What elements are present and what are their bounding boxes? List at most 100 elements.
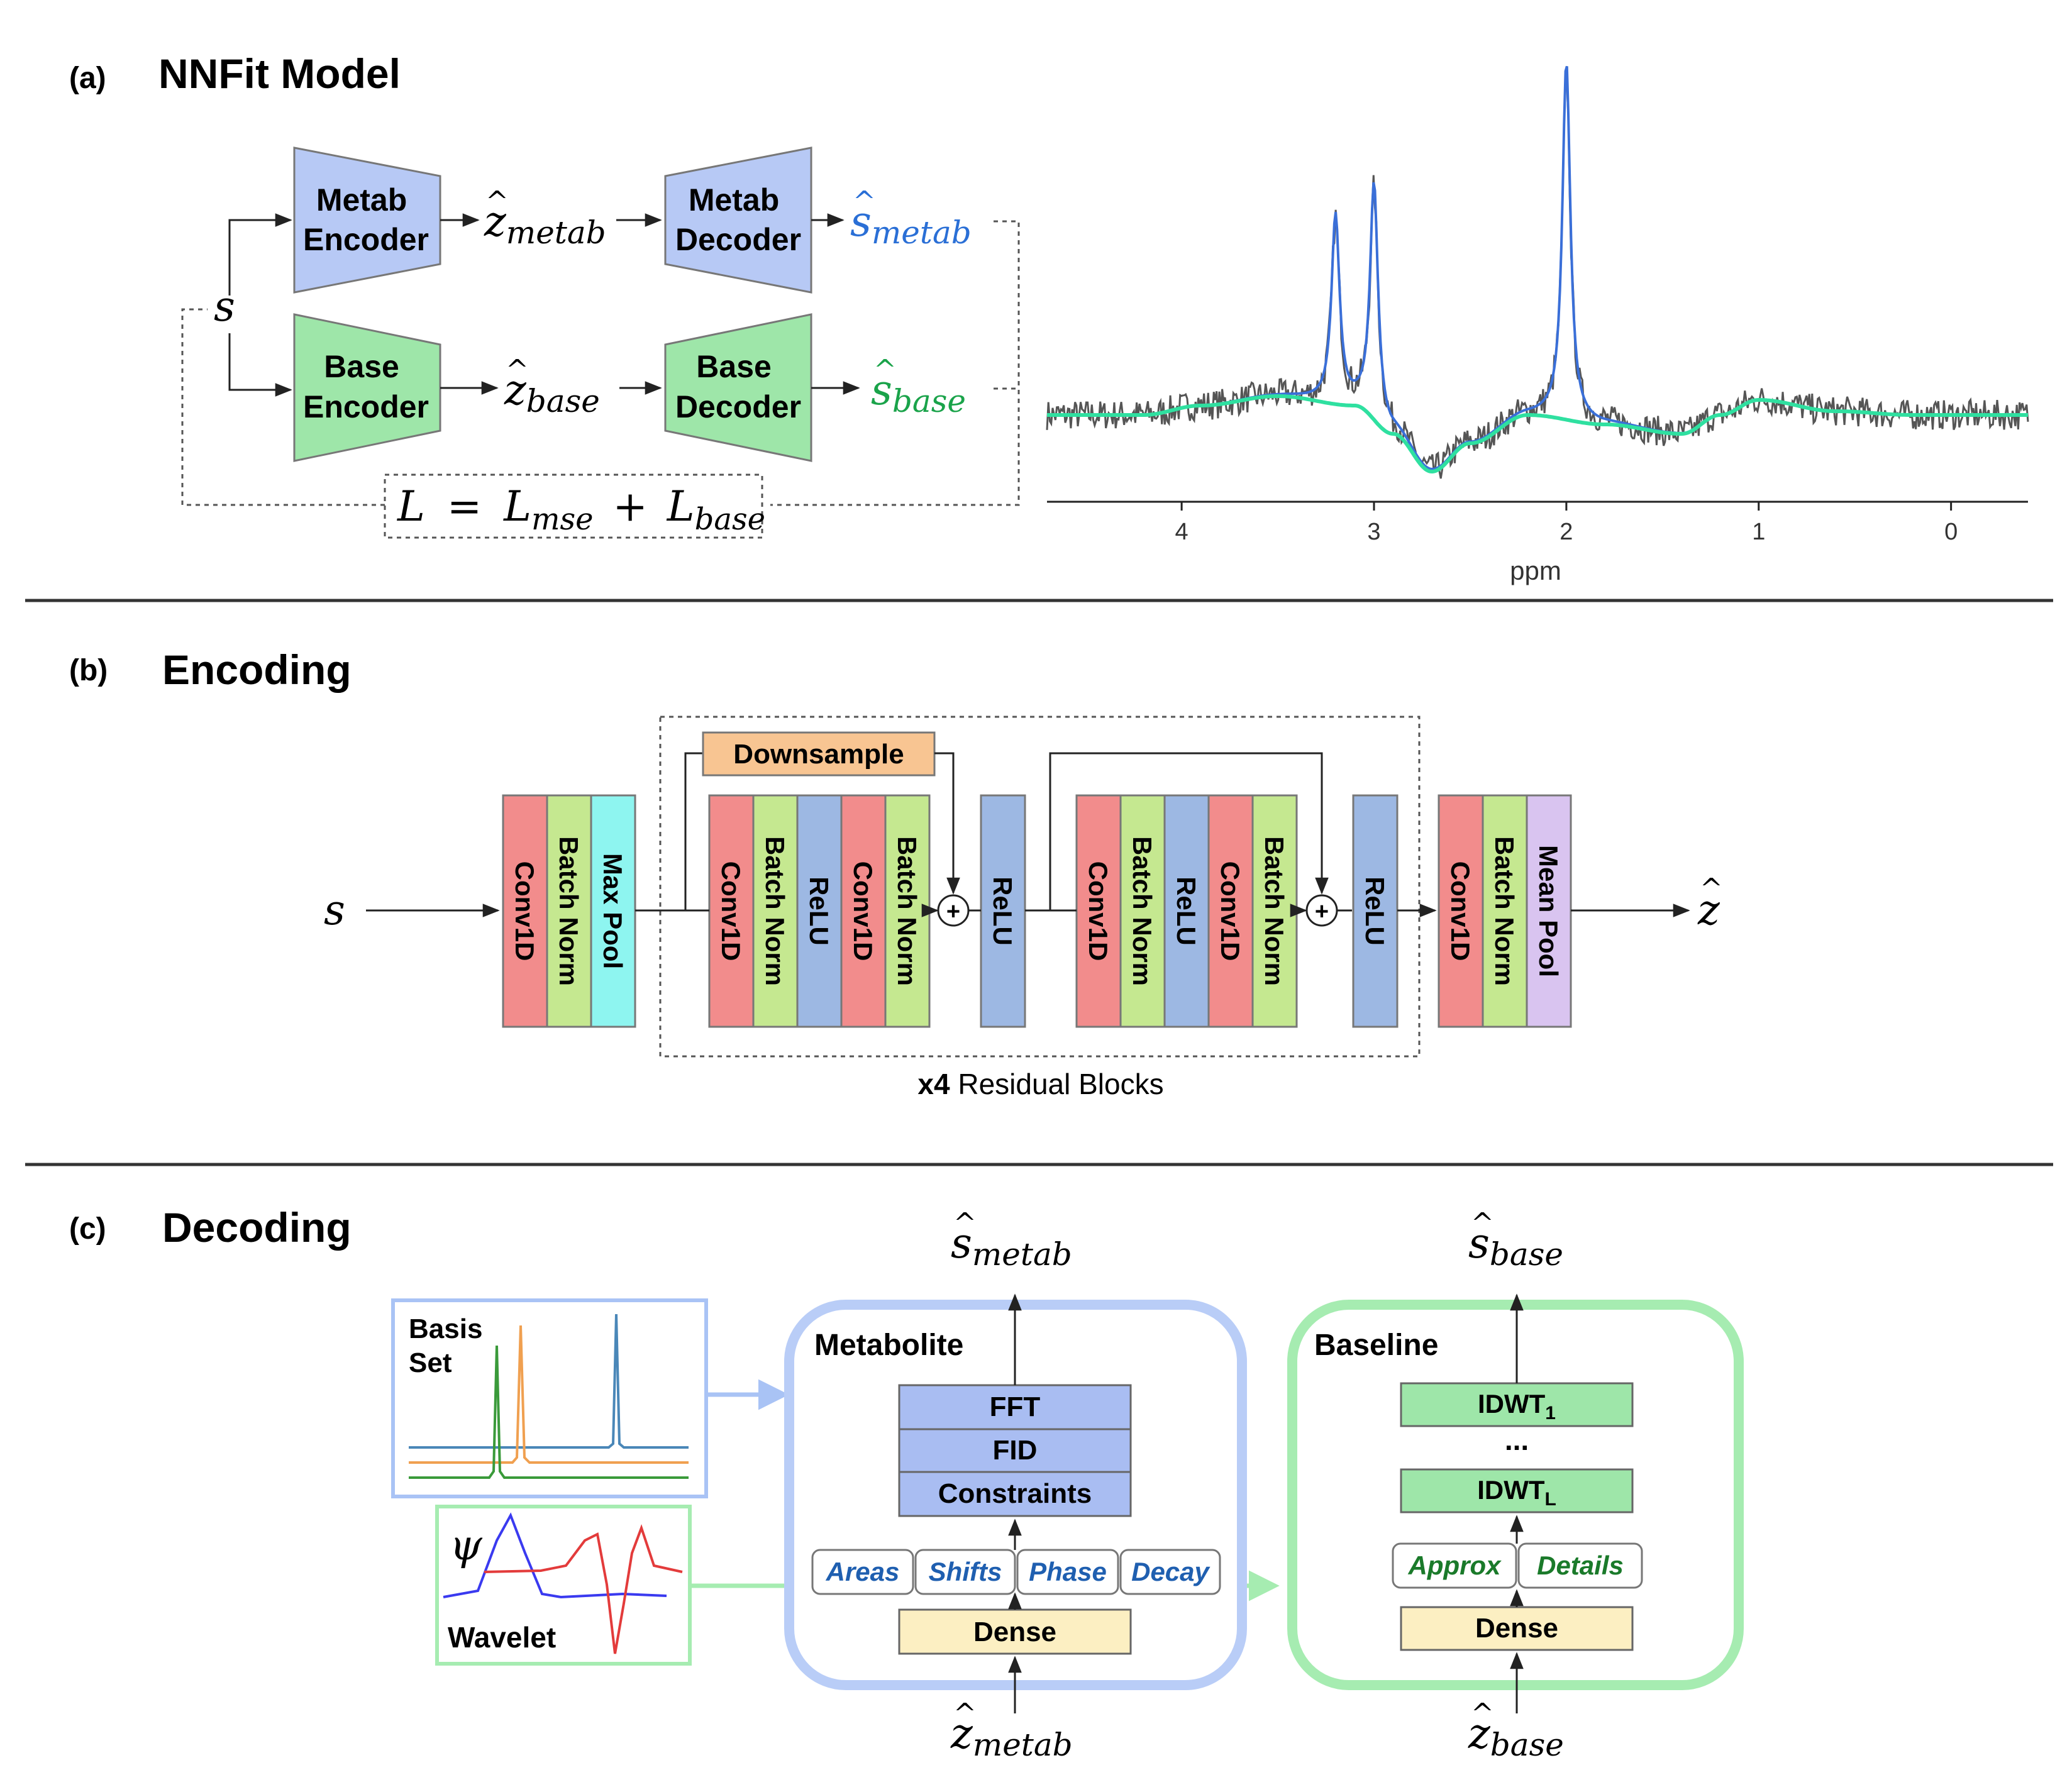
svg-text:x4 Residual Blocks: x4 Residual Blocks	[917, 1068, 1163, 1100]
loss-L1: L	[503, 482, 531, 531]
basis-curve-green	[409, 1345, 689, 1479]
basis-curve-blue	[409, 1314, 689, 1449]
layer-batch-norm	[1119, 794, 1166, 1028]
param-label: Shifts	[929, 1557, 1002, 1586]
dec-s-base-hat: ^	[1471, 1207, 1494, 1239]
base-encoder-label-2: Encoder	[303, 389, 429, 424]
dec-z-metab-hat: ^	[953, 1698, 977, 1730]
sum-node-2-plus: +	[1315, 899, 1329, 925]
layer-batch-norm	[546, 794, 592, 1028]
panel-a: (a) NNFit Model s Metab Encoder zmetab ^…	[69, 50, 2029, 585]
svg-text:zmetab: zmetab	[950, 1710, 1073, 1763]
dec-z-base-symbol: z	[1468, 1710, 1491, 1758]
param-label: Phase	[1029, 1557, 1107, 1586]
downsample-block	[702, 731, 936, 777]
layer-conv1d	[1438, 794, 1484, 1028]
layer-conv1d	[840, 794, 887, 1028]
param-box	[1016, 1549, 1119, 1595]
metab-encoder-label-2: Encoder	[303, 222, 429, 257]
layer-relu	[1352, 794, 1399, 1028]
series-baseline-fit	[1047, 394, 2028, 474]
layer-label: Conv1D	[1083, 861, 1113, 961]
loss-L1-sub: mse	[531, 502, 594, 537]
param-label: Details	[1537, 1551, 1624, 1580]
layer-conv1d	[1207, 794, 1254, 1028]
idwt-L-sub: L	[1544, 1489, 1556, 1510]
base-decoder-block	[664, 313, 812, 462]
z-base-sub: base	[526, 383, 600, 419]
stack-fft-label: FFT	[990, 1391, 1041, 1422]
layer-batch-norm	[752, 794, 799, 1028]
repeat-label: Residual Blocks	[950, 1068, 1164, 1100]
layer-label: Max Pool	[598, 853, 628, 969]
stack-constraints-label: Constraints	[938, 1478, 1092, 1509]
stack-constraints	[898, 1471, 1132, 1517]
s-metab-sub: metab	[872, 214, 972, 251]
svg-text:zbase: zbase	[504, 366, 600, 419]
wavelet-psi: ψ	[450, 1521, 483, 1569]
basis-set-label-1: Basis	[409, 1314, 482, 1344]
s-metab-symbol: s	[850, 197, 872, 246]
downsample-label: Downsample	[733, 739, 904, 770]
base-encoder-block	[293, 313, 441, 462]
layer-label: ReLU	[1172, 877, 1201, 946]
dec-z-metab-symbol: z	[950, 1710, 973, 1758]
metabolite-title: Metabolite	[814, 1329, 963, 1362]
svg-text:zbase: zbase	[1468, 1710, 1564, 1763]
layer-relu	[796, 794, 843, 1028]
svg-text:Metab Decoder: Metab Decoder	[675, 182, 801, 257]
basis-set-label-2: Set	[409, 1347, 452, 1378]
param-box	[1119, 1549, 1221, 1595]
loss-eq: =	[447, 482, 482, 531]
layer-label: Batch Norm	[892, 836, 922, 986]
panel-a-title: NNFit Model	[158, 50, 401, 97]
base-dense	[1400, 1606, 1634, 1651]
svg-text:L = Lmse +: L = Lmse + Lbase	[397, 482, 765, 539]
z-metab-hat: ^	[485, 185, 509, 218]
skip-path-2	[1049, 752, 1329, 910]
layer-batch-norm	[1482, 794, 1528, 1028]
sum-node-1-plus: +	[946, 899, 960, 925]
downsample-to-sum	[934, 752, 960, 895]
svg-text:IDWTL: IDWTL	[1477, 1475, 1556, 1510]
dec-z-metab-sub: metab	[973, 1727, 1073, 1763]
x-tick-label: 1	[1752, 519, 1765, 545]
panel-c: (c) Decoding Basis Set ψ Wavelet Metabol…	[69, 1204, 1744, 1763]
dec-s-base-sub: base	[1490, 1236, 1563, 1273]
s-base-symbol: s	[871, 366, 892, 414]
idwt-1-label: IDWT	[1478, 1389, 1546, 1419]
param-label: Areas	[826, 1557, 900, 1586]
svg-text:Basis Set: Basis Set	[409, 1314, 490, 1378]
layer-label: Batch Norm	[1260, 836, 1289, 986]
panel-c-title: Decoding	[162, 1204, 352, 1251]
x-tick-label: 4	[1175, 519, 1188, 545]
wavelet-curve-red	[484, 1524, 683, 1654]
basis-curve-orange	[409, 1325, 689, 1464]
layer-label: Mean Pool	[1534, 845, 1563, 977]
layer-batch-norm	[884, 794, 931, 1028]
wavelet-label: Wavelet	[448, 1621, 556, 1654]
z-base-hat: ^	[506, 354, 529, 386]
layer-label: Conv1D	[1446, 861, 1475, 961]
panel-b: (b) Encoding s x4 Residual Blocks Conv1D…	[69, 646, 1723, 1100]
series-measured	[1046, 70, 2029, 479]
svg-text:Base Decoder: Base Decoder	[675, 349, 801, 424]
layer-label: Batch Norm	[760, 836, 790, 986]
layer-label: Conv1D	[1216, 861, 1245, 961]
z-base-symbol: z	[504, 366, 527, 414]
param-label: Approx	[1408, 1551, 1502, 1580]
dec-s-metab-hat: ^	[953, 1207, 977, 1239]
metab-dense	[898, 1608, 1132, 1655]
wavelet-curve-blue	[443, 1512, 667, 1599]
panel-b-tag: (b)	[69, 654, 108, 687]
s-base-sub: base	[892, 383, 966, 419]
svg-text:Metab Encoder: Metab Encoder	[303, 182, 429, 257]
idwt-1-block	[1400, 1382, 1634, 1427]
layer-label: Batch Norm	[1490, 836, 1519, 986]
param-box	[1392, 1542, 1517, 1589]
dec-s-metab-sub: metab	[972, 1236, 1072, 1273]
layer-label: ReLU	[804, 877, 834, 946]
svg-text:zmetab: zmetab	[484, 197, 606, 251]
